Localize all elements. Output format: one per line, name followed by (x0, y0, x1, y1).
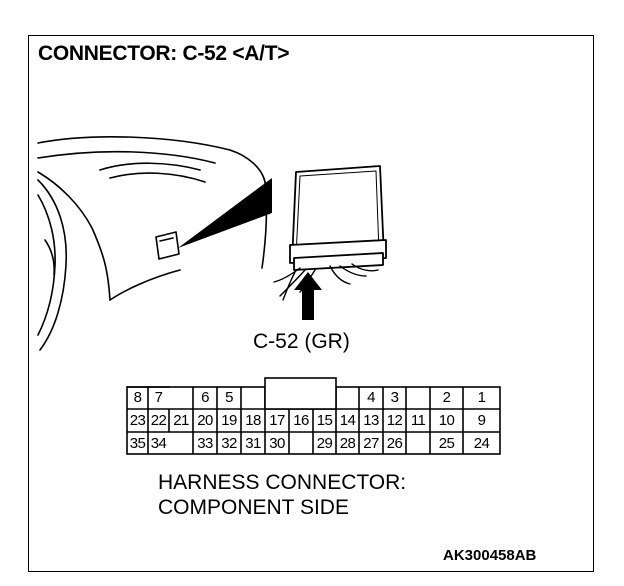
pin-35: 35 (129, 435, 146, 452)
pin-7: 7 (154, 389, 163, 406)
component-box (289, 165, 387, 271)
pin-30: 30 (269, 435, 285, 452)
pin-25: 25 (438, 435, 455, 452)
pin-24: 24 (473, 435, 490, 452)
pin-6: 6 (201, 389, 209, 406)
pin-13: 13 (363, 412, 379, 429)
arrow-up-icon (294, 272, 322, 320)
harness-wires (273, 263, 379, 301)
diagram-frame (28, 35, 594, 572)
pin-12: 12 (386, 412, 403, 429)
pin-14: 14 (339, 412, 356, 429)
dash-lower-edge (109, 269, 181, 301)
pin-2: 2 (442, 389, 451, 406)
dash-top-edge (37, 136, 266, 183)
pin-21: 21 (173, 412, 189, 429)
pin-26: 26 (386, 435, 403, 452)
pin-20: 20 (197, 412, 213, 429)
pin-33: 33 (197, 435, 213, 452)
dash-vent (99, 162, 201, 171)
pin-5: 5 (225, 389, 233, 406)
steering-wheel-rim (37, 179, 68, 351)
pin-31: 31 (245, 435, 261, 452)
pin-28: 28 (339, 435, 356, 452)
caption-line-2: COMPONENT SIDE (158, 496, 349, 519)
pin-1: 1 (477, 389, 486, 406)
pointer-wedge (178, 178, 272, 248)
pin-22: 22 (150, 412, 167, 429)
connector-location-marker (155, 231, 180, 260)
figure-code: AK300458AB (443, 547, 537, 564)
caption-line-1: HARNESS CONNECTOR: (158, 471, 407, 494)
pin-32: 32 (221, 435, 237, 452)
pin-18: 18 (245, 412, 261, 429)
pin-11: 11 (410, 412, 426, 429)
pin-27: 27 (363, 435, 379, 452)
pin-17: 17 (269, 412, 285, 429)
pin-15: 15 (316, 412, 333, 429)
connector-label: C-52 (GR) (253, 330, 350, 353)
pin-3: 3 (390, 389, 399, 406)
pin-10: 10 (438, 412, 455, 429)
caption: HARNESS CONNECTOR: COMPONENT SIDE (158, 470, 406, 520)
pin-34: 34 (150, 435, 167, 452)
dash-left-contour (37, 171, 111, 301)
pin-19: 19 (221, 412, 237, 429)
dash-upper-panel (37, 150, 216, 164)
connector-title: CONNECTOR: C-52 <A/T> (38, 42, 290, 65)
pin-16: 16 (293, 412, 309, 429)
pin-4: 4 (367, 389, 375, 406)
pin-29: 29 (316, 435, 333, 452)
pin-9: 9 (477, 412, 486, 429)
pin-8: 8 (133, 389, 142, 406)
pin-23: 23 (129, 412, 146, 429)
